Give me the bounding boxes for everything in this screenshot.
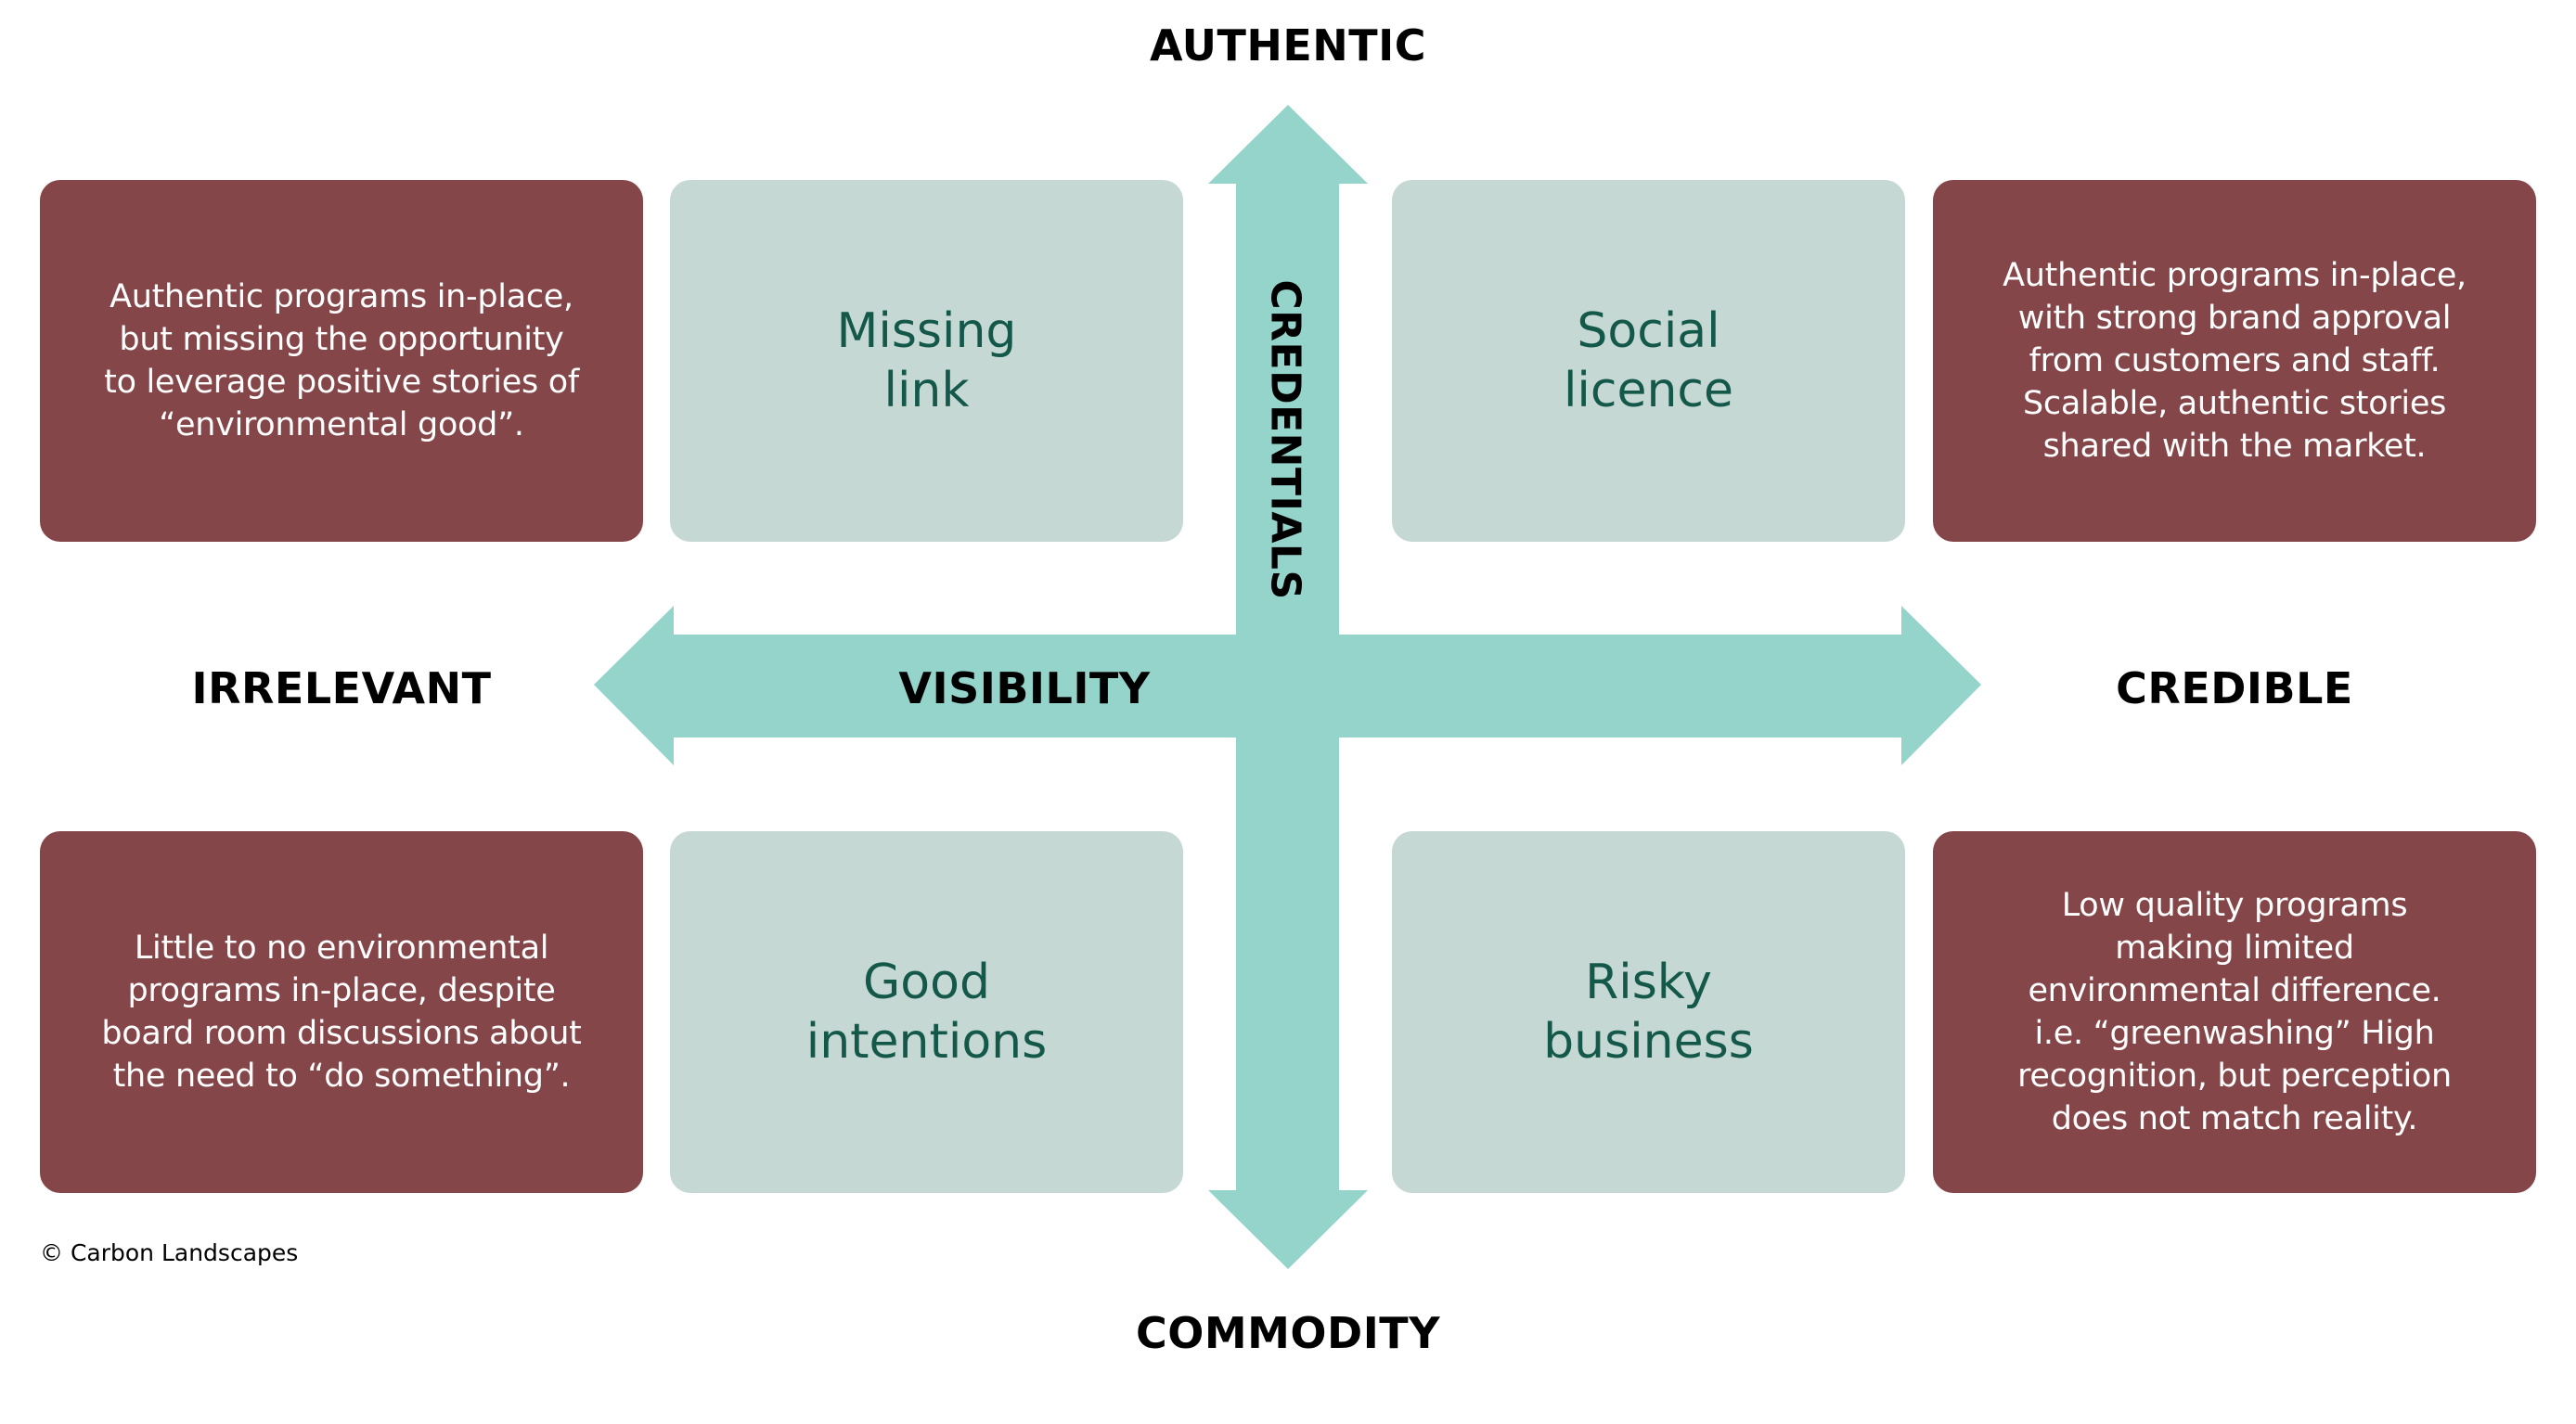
quadrant-title: Social licence [1563,303,1733,418]
copyright-notice: © Carbon Landscapes [40,1239,299,1266]
quadrant-missing-link: Missing link [670,180,1183,542]
axis-title-credentials: CREDENTIALS [1261,279,1309,600]
quadrant-title: Risky business [1543,955,1754,1070]
description-box-top-right: Authentic programs in-place, with strong… [1933,180,2536,542]
quadrant-title: Missing link [836,303,1017,418]
axis-label-top: AUTHENTIC [1149,20,1427,71]
quadrant-risky-business: Risky business [1392,831,1905,1193]
quadrant-social-licence: Social licence [1392,180,1905,542]
quadrant-title: Good intentions [805,955,1048,1070]
axis-label-right: CREDIBLE [2116,663,2353,713]
description-text: Low quality programs making limited envi… [2017,887,2452,1137]
axis-title-visibility: VISIBILITY [898,663,1151,713]
description-box-bottom-right: Low quality programs making limited envi… [1933,831,2536,1193]
horizontal-double-arrow [594,606,1981,765]
description-text: Little to no environmental programs in-p… [101,930,582,1095]
description-text: Authentic programs in-place, but missing… [104,278,579,443]
description-box-top-left: Authentic programs in-place, but missing… [40,180,643,542]
quadrant-good-intentions: Good intentions [670,831,1183,1193]
axis-label-bottom: COMMODITY [1135,1308,1441,1358]
description-text: Authentic programs in-place, with strong… [2003,257,2467,465]
description-box-bottom-left: Little to no environmental programs in-p… [40,831,643,1193]
axis-label-left: IRRELEVANT [191,663,492,713]
